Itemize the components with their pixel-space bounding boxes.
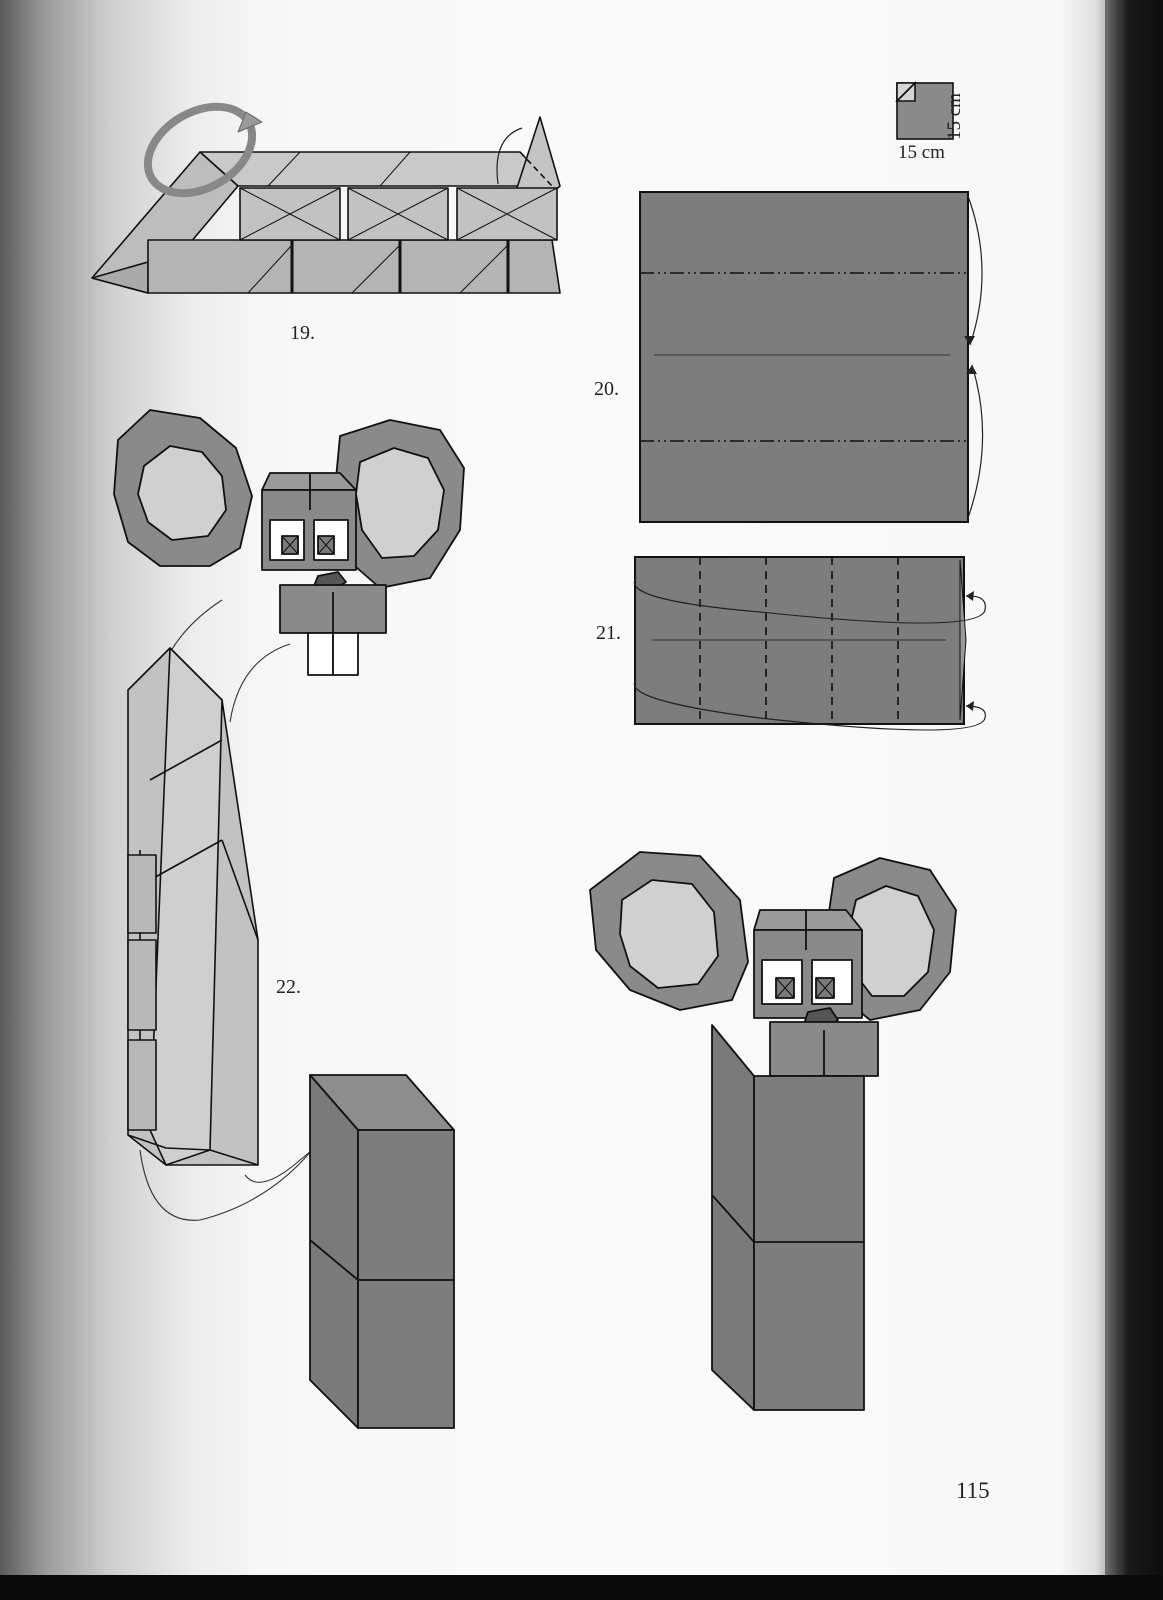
tooth-right [332,632,359,676]
fold-arrow-bottom-icon [967,364,984,519]
tooth-left [307,632,334,676]
page-number: 115 [956,1478,990,1503]
wrap-arrow-bottom-icon [633,679,986,731]
final-left-ear-inner [619,879,719,989]
paper-height-label: 15 cm [944,93,965,140]
book-spine [1105,0,1163,1600]
rotate-arrowhead-icon [237,111,263,133]
fold-arrow-icon [496,127,523,185]
diagram-canvas [91,81,986,1429]
mouse-body-dark [309,1074,455,1429]
step22-label: 22. [276,976,301,998]
step21-diagram [633,556,986,731]
head-top [261,472,357,491]
wrap-arrow-top-icon [633,577,986,624]
step20-diagram [639,191,984,523]
step19-diagram [91,102,561,294]
step21-label: 21. [596,622,621,644]
mouse-head-upper [113,409,465,723]
mouse-body-light [127,647,411,1221]
final-mouse-model [589,851,957,1411]
insert-arrow-right-icon [229,643,291,723]
scan-bottom-edge [0,1575,1163,1600]
right-ear-inner [355,447,445,559]
paper-width-label: 15 cm [898,142,945,163]
paper-size-icon [895,81,954,140]
fold-arrow-top-icon [967,195,983,346]
left-ear-inner [137,445,227,541]
tray-back-wall [199,151,553,187]
book-page: 19. 20. 21. 22. 15 cm 15 cm 115 [0,0,1105,1575]
step20-label: 20. [594,378,619,400]
tray-right-fold-dashed [519,151,553,187]
square-sheet [639,191,969,523]
tray-front-panel [147,239,561,294]
step19-label: 19. [290,322,315,344]
